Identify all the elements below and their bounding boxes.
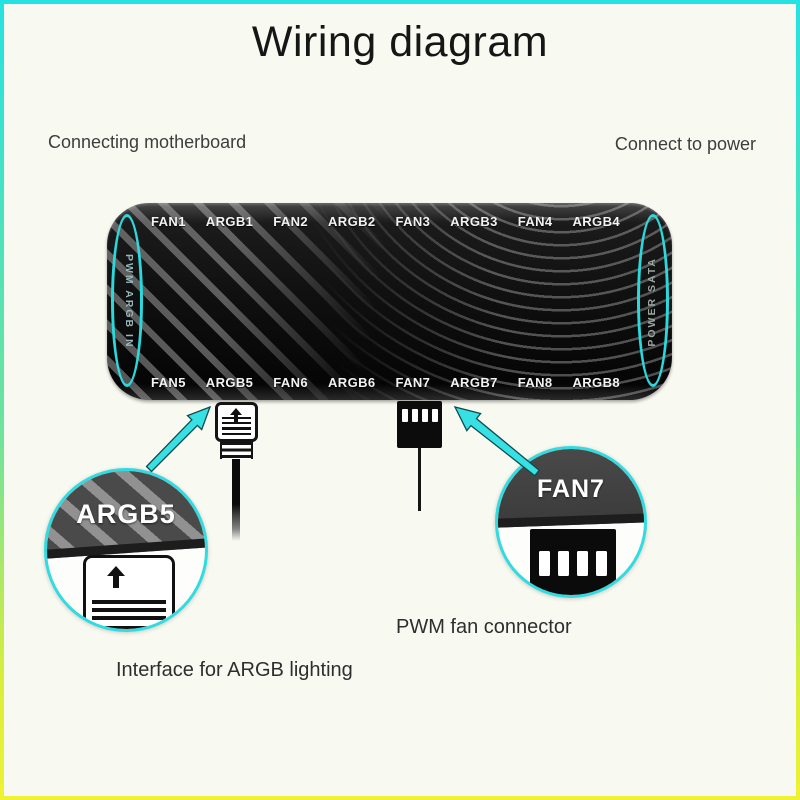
page-title: Wiring diagram [251,18,549,66]
pwm-plug-body [397,401,442,448]
argb-icon-pin-lines [92,596,166,620]
pwm-fan-connector-plug [397,401,442,511]
port-label: ARGB4 [572,214,620,229]
pin-slot-icon [431,409,438,422]
argb-plug-cable [232,459,240,541]
arrow-to-argb-plug-icon [145,405,212,473]
port-label: ARGB1 [205,214,254,229]
pin-slot-icon [558,551,569,576]
label-pwm-fan-connector: PWM fan connector [396,616,572,638]
up-arrow-icon [106,566,126,588]
port-label: FAN3 [395,214,431,229]
pin-slot-icon [539,551,550,576]
port-label: ARGB6 [328,375,376,390]
callout-circle-fan7: FAN7 [495,446,647,598]
hub-bottom-port-row: FAN5 ARGB5 FAN6 ARGB6 FAN7 ARGB7 FAN8 AR… [151,375,620,390]
callout-circle-argb5: ARGB5 [44,468,208,632]
port-label: FAN5 [151,375,186,390]
pin-slot-icon [401,409,408,422]
label-connecting-motherboard: Connecting motherboard [48,132,247,152]
port-label: FAN1 [151,214,186,229]
hub-top-port-row: FAN1 ARGB1 FAN2 ARGB2 FAN3 ARGB3 FAN4 AR… [151,214,620,229]
fan-hub: FAN1 ARGB1 FAN2 ARGB2 FAN3 ARGB3 FAN4 AR… [107,203,672,400]
label-connect-to-power: Connect to power [614,134,756,154]
pwm-connector-icon [530,529,616,595]
port-label: FAN6 [273,375,309,390]
highlight-ellipse-power-icon [637,214,669,387]
argb-connector-icon [83,555,175,629]
hub-arc-pattern [276,203,672,400]
port-label: ARGB3 [450,214,498,229]
pin-slot-icon [596,551,607,576]
port-label: FAN2 [273,214,309,229]
port-label: FAN8 [517,375,553,390]
argb-plug-ribbed-neck [220,442,253,459]
diagram-canvas: Wiring diagram Connecting motherboard Co… [4,4,796,796]
argb-plug-pin-lines [222,414,251,435]
port-label: FAN7 [395,375,431,390]
callout-argb5-label: ARGB5 [76,499,176,529]
pin-slot-icon [421,409,428,422]
callout-fan7-label: FAN7 [537,475,605,503]
port-label: ARGB2 [328,214,376,229]
label-argb-interface: Interface for ARGB lighting [116,659,353,681]
pin-slot-icon [577,551,588,576]
argb-connector-plug [215,402,258,541]
port-label: ARGB7 [450,375,498,390]
port-label: ARGB8 [572,375,620,390]
argb-plug-body [215,402,258,442]
hub-stripe-pattern [107,203,458,400]
pin-slot-icon [411,409,418,422]
pwm-plug-cable [418,448,421,511]
port-label: FAN4 [517,214,553,229]
port-label: ARGB5 [205,375,254,390]
highlight-ellipse-input-icon [111,214,143,387]
